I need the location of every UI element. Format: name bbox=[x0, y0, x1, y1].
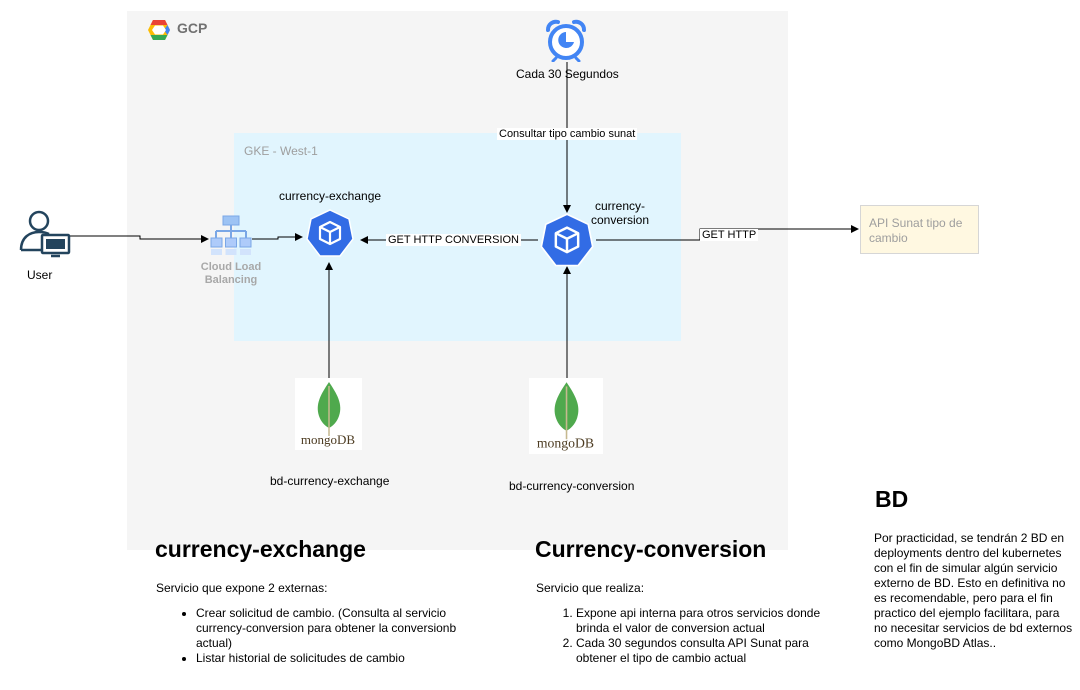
mongodb-conversion-box: mongoDB bbox=[529, 378, 603, 454]
edge-label-get-http-conversion: GET HTTP CONVERSION bbox=[386, 234, 522, 246]
list-item: Listar historial de solicitudes de cambi… bbox=[196, 651, 481, 666]
section-conversion-title: Currency-conversion bbox=[535, 536, 767, 562]
section-exchange-list: Crear solicitud de cambio. (Consulta al … bbox=[176, 606, 481, 666]
api-sunat-box bbox=[860, 205, 979, 254]
section-conversion-intro: Servicio que realiza: bbox=[536, 581, 645, 595]
mongodb-wordmark: mongoDB bbox=[301, 432, 356, 447]
mongodb-exchange-box: mongoDB bbox=[295, 378, 362, 450]
db-exchange-label: bd-currency-exchange bbox=[270, 474, 390, 488]
list-item: Cada 30 segundos consulta API Sunat para… bbox=[576, 636, 831, 666]
gcp-title: GCP bbox=[177, 20, 208, 36]
list-item: Expone api interna para otros servicios … bbox=[576, 606, 831, 636]
api-sunat-label: API Sunat tipo de cambio bbox=[869, 216, 963, 245]
list-item: Crear solicitud de cambio. (Consulta al … bbox=[196, 606, 481, 651]
edge-label-get-http: GET HTTP bbox=[700, 229, 759, 241]
cloud-load-balancing-icon bbox=[210, 215, 252, 255]
scheduler-label: Cada 30 Segundos bbox=[516, 67, 619, 81]
section-bd-title: BD bbox=[875, 486, 909, 512]
section-exchange-intro: Servicio que expone 2 externas: bbox=[156, 581, 328, 595]
kubernetes-pod-icon[interactable] bbox=[538, 212, 596, 270]
gke-title: GKE - West-1 bbox=[244, 144, 318, 158]
gcp-logo-icon bbox=[148, 20, 170, 40]
mongodb-wordmark: mongoDB bbox=[537, 436, 594, 451]
edge-user-to-lb bbox=[70, 235, 209, 243]
load-balancer-label: Cloud Load Balancing bbox=[200, 261, 262, 286]
user-icon bbox=[19, 210, 71, 258]
section-bd-text: Por practicidad, se tendrán 2 BD en depl… bbox=[874, 531, 1073, 650]
user-label: User bbox=[27, 268, 53, 282]
currency-conversion-label: currency-conversion bbox=[590, 199, 650, 227]
edge-label-consult: Consultar tipo cambio sunat bbox=[497, 128, 638, 140]
section-conversion-list: Expone api interna para otros servicios … bbox=[556, 606, 831, 666]
mongodb-leaf-icon: mongoDB bbox=[301, 382, 356, 447]
alarm-clock-icon bbox=[546, 19, 586, 62]
edge-lb-to-exchange bbox=[252, 233, 303, 241]
mongodb-leaf-icon: mongoDB bbox=[537, 382, 594, 451]
kubernetes-pod-icon[interactable] bbox=[304, 208, 356, 260]
section-exchange-title: currency-exchange bbox=[155, 536, 366, 562]
db-conversion-label: bd-currency-conversion bbox=[509, 479, 635, 493]
currency-exchange-label: currency-exchange bbox=[279, 189, 382, 203]
